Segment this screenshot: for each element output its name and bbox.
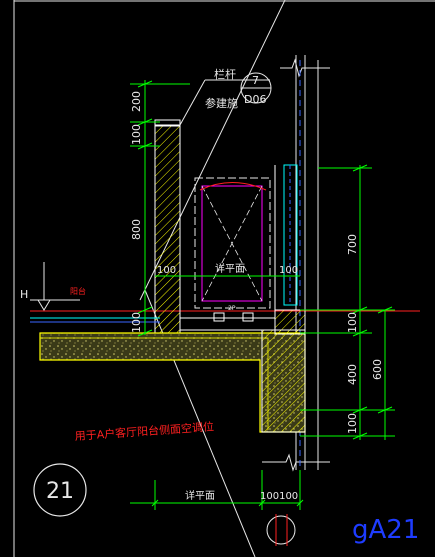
ac-unit-inner <box>201 185 263 302</box>
break-symbol-top <box>280 58 330 78</box>
dim-inner-100-right: 100 <box>279 265 298 276</box>
right-dim-tick-5 <box>377 306 393 314</box>
left-dim-tick-4 <box>137 329 153 337</box>
bottom-dim-tick-2 <box>296 499 304 507</box>
railing-leader <box>179 79 206 126</box>
right-dim-tick-2 <box>352 329 368 337</box>
dim-left-800: 800 <box>130 219 143 240</box>
ac-unit-cross-b <box>201 185 263 302</box>
support-block-left <box>213 312 225 322</box>
detail-sheet-ref: D06 <box>244 93 266 106</box>
balcony-label: 阳台 <box>70 286 86 296</box>
note-text: 用于A户客厅阳台侧面空调位 <box>74 419 214 443</box>
bottom-dim-tick-1 <box>258 499 266 507</box>
ac-unit-top-curve <box>199 182 267 191</box>
dim-left-100-top: 100 <box>130 124 143 145</box>
dim-inner-plan: 详平面 <box>215 262 245 275</box>
left-dim-tick-3 <box>137 306 153 314</box>
dim-right-600: 600 <box>371 359 384 380</box>
ac-unit-box <box>194 177 271 309</box>
dim-right-100-a: 100 <box>346 312 359 333</box>
support-block-right <box>242 312 254 322</box>
dim-right-400: 400 <box>346 364 359 385</box>
dim-left-200: 200 <box>130 91 143 112</box>
small-mark: 2P <box>228 305 236 312</box>
dim-bottom-100100: 100100 <box>260 491 298 502</box>
detail-id-circle <box>33 463 87 517</box>
drain-circle <box>266 515 296 545</box>
right-dim-tick-0 <box>352 164 368 172</box>
parapet-cap <box>154 119 181 127</box>
dim-inner-100-left: 100 <box>157 265 176 276</box>
parapet-wall <box>154 124 181 336</box>
detail-number: 7 <box>252 74 259 87</box>
detail-id-number: 21 <box>46 479 74 504</box>
see-construction-label: 参建施 <box>205 96 238 110</box>
break-symbol-bottom <box>262 453 330 472</box>
dim-right-700: 700 <box>346 234 359 255</box>
right-dim-tick-1 <box>352 306 368 314</box>
bottom-dim-tick-0 <box>151 499 159 507</box>
right-dim-tick-6 <box>377 406 393 414</box>
dim-left-100-bottom: 100 <box>130 312 143 333</box>
h-mark-label: H <box>20 288 28 301</box>
dim-right-100-b: 100 <box>346 413 359 434</box>
railing-label: 栏杆 <box>214 67 236 81</box>
dim-bottom-plan: 详平面 <box>185 489 215 502</box>
right-dim-tick-4 <box>352 432 368 440</box>
stamp-text: gA21 <box>352 515 419 545</box>
right-dim-tick-3 <box>352 406 368 414</box>
h-mark-triangle <box>37 299 51 311</box>
right-beam <box>261 329 306 433</box>
